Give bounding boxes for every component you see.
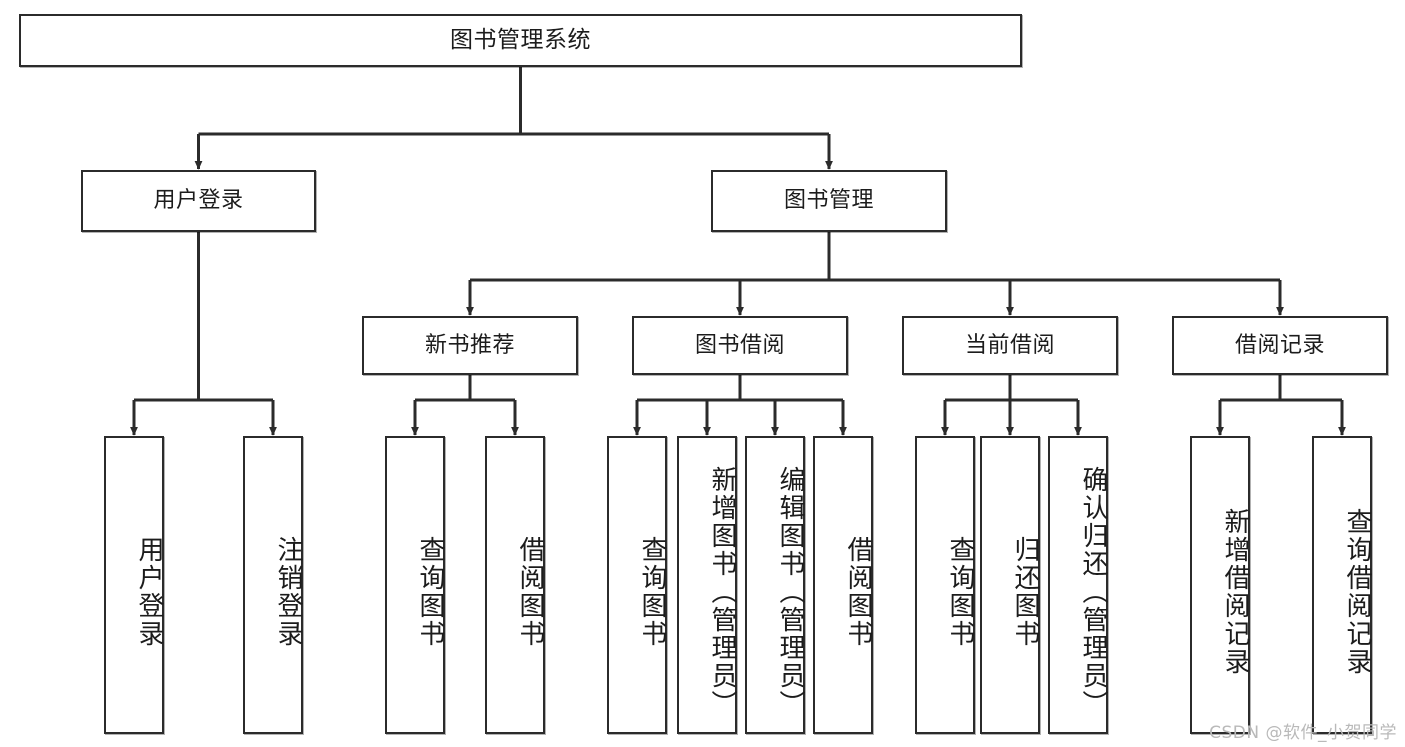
node-leaf-log-add[interactable]: 新增借阅记录 [1190,436,1250,734]
node-user-login[interactable]: 用户登录 [81,170,316,232]
node-book-borrow[interactable]: 图书借阅 [632,316,848,375]
node-borrow-log[interactable]: 借阅记录 [1172,316,1388,375]
node-leaf-user-login[interactable]: 用户登录 [104,436,164,734]
watermark-label: CSDN @软件_小贺同学 [1209,723,1397,743]
node-label: 用户登录 [153,188,244,214]
node-label: 编辑图书（管理员） [775,466,805,718]
node-leaf-bb-add[interactable]: 新增图书（管理员） [677,436,737,734]
node-label: 用户登录 [134,536,164,648]
node-root[interactable]: 图书管理系统 [19,14,1022,67]
node-leaf-rec-borrow[interactable]: 借阅图书 [485,436,545,734]
node-label: 查询借阅记录 [1342,508,1372,676]
node-leaf-bb-query[interactable]: 查询图书 [607,436,667,734]
node-label: 确认归还（管理员） [1078,466,1108,718]
node-new-book-rec[interactable]: 新书推荐 [362,316,578,375]
node-label: 借阅图书 [843,536,873,648]
node-leaf-cb-confirm[interactable]: 确认归还（管理员） [1048,436,1108,734]
node-label: 归还图书 [1010,536,1040,648]
node-label: 查询图书 [945,536,975,648]
node-leaf-logout[interactable]: 注销登录 [243,436,303,734]
node-label: 图书管理 [783,188,874,214]
node-label: 借阅图书 [515,536,545,648]
node-label: 借阅记录 [1234,332,1325,358]
node-book-mgmt[interactable]: 图书管理 [711,170,947,232]
node-label: 新增借阅记录 [1220,508,1250,676]
node-leaf-bb-borrow[interactable]: 借阅图书 [813,436,873,734]
node-cur-borrow[interactable]: 当前借阅 [902,316,1118,375]
node-leaf-rec-query[interactable]: 查询图书 [385,436,445,734]
node-label: 图书管理系统 [450,26,591,53]
node-label: 新书推荐 [424,332,515,358]
node-label: 查询图书 [637,536,667,648]
node-leaf-log-query[interactable]: 查询借阅记录 [1312,436,1372,734]
node-leaf-bb-edit[interactable]: 编辑图书（管理员） [745,436,805,734]
node-label: 图书借阅 [694,332,785,358]
node-label: 查询图书 [415,536,445,648]
node-leaf-cb-query[interactable]: 查询图书 [915,436,975,734]
node-leaf-cb-return[interactable]: 归还图书 [980,436,1040,734]
node-label: 新增图书（管理员） [707,466,737,718]
node-label: 注销登录 [273,536,303,648]
node-label: 当前借阅 [964,332,1055,358]
